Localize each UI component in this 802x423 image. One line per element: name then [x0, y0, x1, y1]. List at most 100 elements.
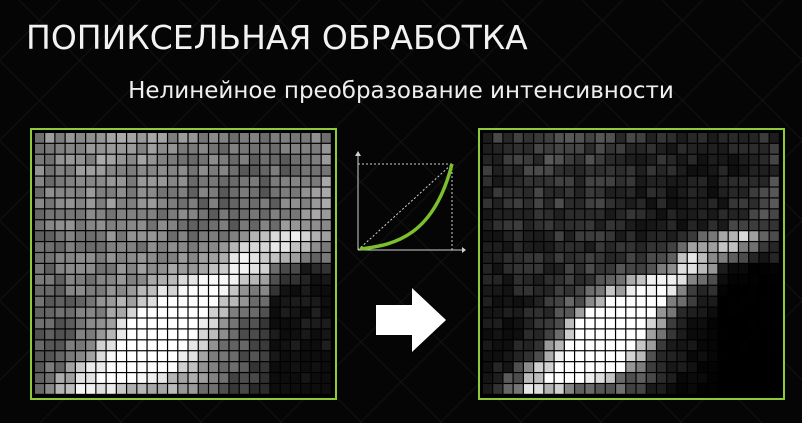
pixel-cell: [198, 373, 208, 383]
pixel-cell: [523, 264, 534, 274]
pixel-cell: [759, 143, 769, 154]
pixel-cell: [198, 187, 208, 198]
pixel-cell: [698, 307, 708, 318]
pixel-cell: [291, 209, 301, 220]
pixel-cell: [127, 198, 137, 209]
pixel-cell: [270, 187, 280, 198]
pixel-cell: [65, 307, 75, 318]
pixel-cell: [687, 220, 697, 231]
pixel-cell: [728, 384, 738, 394]
pixel-cell: [219, 133, 229, 143]
pixel-cell: [636, 274, 646, 285]
pixel-cell: [96, 384, 106, 394]
pixel-cell: [270, 351, 280, 362]
pixel-cell: [229, 362, 239, 372]
pixel-cell: [626, 220, 636, 231]
pixel-cell: [585, 253, 595, 263]
pixel-cell: [564, 198, 574, 209]
pixel-cell: [280, 143, 290, 154]
pixel-cell: [321, 384, 331, 394]
pixel-cell: [626, 209, 636, 220]
pixel-cell: [749, 209, 759, 220]
pixel-cell: [677, 274, 687, 285]
pixel-cell: [168, 318, 178, 329]
pixel-cell: [769, 285, 779, 296]
pixel-cell: [739, 285, 749, 296]
pixel-cell: [657, 351, 667, 362]
pixel-cell: [239, 198, 249, 209]
pixel-cell: [45, 187, 55, 198]
pixel-cell: [55, 351, 65, 362]
pixel-cell: [739, 253, 749, 263]
pixel-cell: [260, 307, 270, 318]
pixel-cell: [260, 220, 270, 231]
pixel-cell: [127, 329, 137, 340]
pixel-cell: [209, 384, 219, 394]
pixel-cell: [106, 264, 116, 274]
pixel-cell: [728, 296, 738, 307]
pixel-cell: [75, 307, 86, 318]
pixel-cell: [250, 340, 260, 351]
pixel-cell: [605, 187, 615, 198]
pixel-cell: [198, 231, 208, 241]
pixel-cell: [739, 209, 749, 220]
pixel-cell: [616, 362, 626, 372]
pixel-cell: [45, 351, 55, 362]
pixel-cell: [291, 296, 301, 307]
pixel-cell: [698, 274, 708, 285]
pixel-cell: [86, 209, 96, 220]
pixel-cell: [698, 362, 708, 372]
pixel-cell: [209, 133, 219, 143]
pixel-cell: [739, 220, 749, 231]
pixel-cell: [45, 165, 55, 176]
pixel-cell: [646, 264, 656, 274]
pixel-cell: [137, 274, 147, 285]
pixel-cell: [75, 264, 86, 274]
pixel-cell: [321, 209, 331, 220]
pixel-cell: [35, 351, 45, 362]
pixel-cell: [96, 285, 106, 296]
pixel-cell: [564, 264, 574, 274]
pixel-cell: [585, 264, 595, 274]
pixel-cell: [698, 165, 708, 176]
pixel-cell: [646, 296, 656, 307]
pixel-cell: [595, 307, 605, 318]
pixel-cell: [178, 231, 188, 241]
pixel-cell: [65, 231, 75, 241]
pixel-cell: [493, 242, 503, 252]
pixel-cell: [749, 296, 759, 307]
pixel-cell: [157, 187, 167, 198]
pixel-cell: [96, 231, 106, 241]
pixel-cell: [106, 154, 116, 165]
pixel-cell: [718, 307, 728, 318]
pixel-cell: [270, 384, 280, 394]
pixel-cell: [626, 373, 636, 383]
pixel-cell: [483, 198, 493, 209]
pixel-cell: [65, 264, 75, 274]
pixel-cell: [769, 274, 779, 285]
pixel-cell: [45, 285, 55, 296]
pixel-cell: [483, 143, 493, 154]
pixel-cell: [687, 307, 697, 318]
pixel-cell: [35, 133, 45, 143]
pixel-cell: [616, 187, 626, 198]
pixel-cell: [188, 264, 198, 274]
pixel-cell: [168, 373, 178, 383]
pixel-cell: [188, 373, 198, 383]
pixel-cell: [575, 133, 585, 143]
pixel-cell: [554, 187, 564, 198]
pixel-cell: [198, 264, 208, 274]
pixel-cell: [575, 329, 585, 340]
pixel-cell: [239, 231, 249, 241]
pixel-cell: [147, 318, 157, 329]
pixel-cell: [301, 187, 311, 198]
pixel-cell: [168, 285, 178, 296]
pixel-cell: [698, 264, 708, 274]
pixel-cell: [626, 198, 636, 209]
pixel-cell: [636, 384, 646, 394]
pixel-cell: [219, 296, 229, 307]
pixel-cell: [157, 362, 167, 372]
pixel-cell: [178, 373, 188, 383]
pixel-cell: [127, 384, 137, 394]
pixel-cell: [116, 143, 126, 154]
